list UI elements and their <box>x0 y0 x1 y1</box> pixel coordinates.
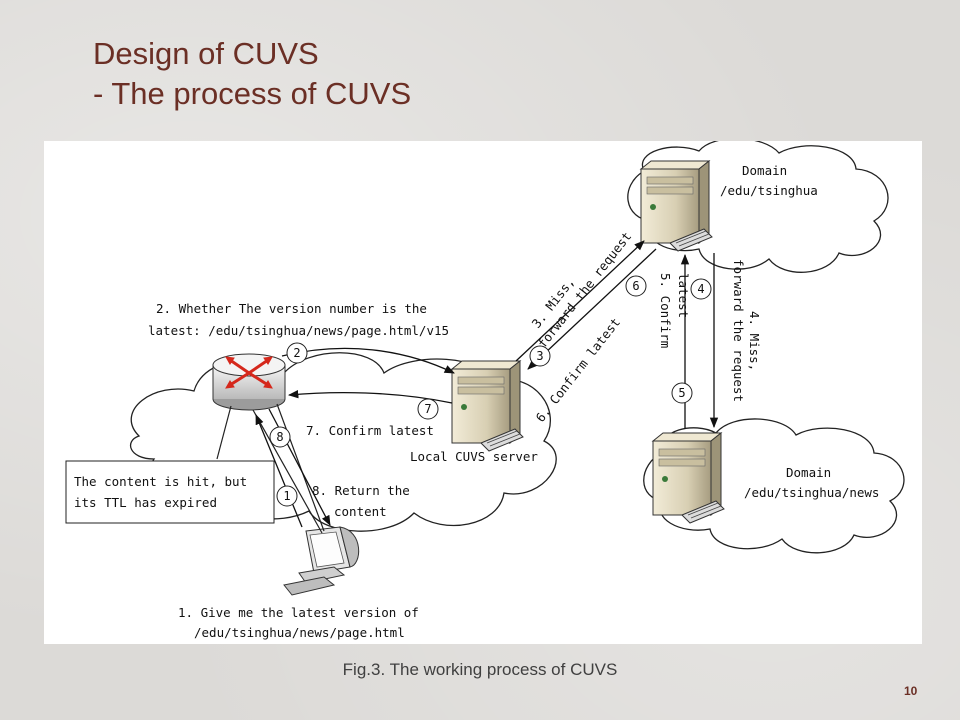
ttl-note-line-2: its TTL has expired <box>74 495 217 510</box>
step-marker-5: 5 <box>671 382 693 404</box>
step-marker-7: 7 <box>417 398 439 420</box>
step-7-label: 7. Confirm latest <box>306 423 434 438</box>
cuvs-process-diagram: 2 7 8 1 3 6 4 5 The content is hit, but … <box>44 141 922 644</box>
step-marker-1: 1 <box>276 485 298 507</box>
svg-text:3: 3 <box>536 349 543 363</box>
step-2-label-line-2: latest: /edu/tsinghua/news/page.html/v15 <box>148 323 449 338</box>
svg-text:5: 5 <box>678 386 685 400</box>
local-cuvs-server-icon <box>450 359 524 452</box>
page-number: 10 <box>904 684 918 698</box>
svg-text:2: 2 <box>293 346 300 360</box>
step-5-label-line-2: latest <box>676 273 691 318</box>
step-8-label-line-1: 8. Return the <box>312 483 410 498</box>
domain-bottom-path: /edu/tsinghua/news <box>744 485 879 500</box>
step-marker-2: 2 <box>286 342 308 364</box>
title-line-2: - The process of CUVS <box>93 76 412 111</box>
network-wires <box>216 403 325 534</box>
step-4-label: 4. Miss, forward the request <box>731 259 762 402</box>
slide-title: Design of CUVS - The process of CUVS <box>93 34 411 114</box>
step-5-label: 5. Confirm latest <box>658 273 691 348</box>
step-marker-8: 8 <box>269 426 291 448</box>
svg-text:6: 6 <box>632 279 639 293</box>
ttl-note-line-1: The content is hit, but <box>74 474 247 489</box>
step-4-label-line-2: forward the request <box>731 259 746 402</box>
step-1-label-line-2: /edu/tsinghua/news/page.html <box>194 625 405 640</box>
domain-top-path: /edu/tsinghua <box>720 183 818 198</box>
flow-arrows <box>255 240 719 528</box>
step-5-label-line-1: 5. Confirm <box>658 273 673 348</box>
domain-news-server-icon <box>651 431 725 524</box>
ttl-expired-note: The content is hit, but its TTL has expi… <box>65 460 275 524</box>
diagram-canvas: 2 7 8 1 3 6 4 5 The content is hit, but … <box>65 141 905 640</box>
step-marker-6: 6 <box>625 275 647 297</box>
client-computer-icon <box>283 526 360 596</box>
step-marker-3: 3 <box>529 345 551 367</box>
svg-text:4: 4 <box>697 282 704 296</box>
figure-caption: Fig.3. The working process of CUVS <box>342 660 618 679</box>
domain-top-title: Domain <box>742 163 787 178</box>
step-4-label-line-1: 4. Miss, <box>747 311 762 371</box>
step-marker-4: 4 <box>690 278 712 300</box>
step-2-label-line-1: 2. Whether The version number is the <box>156 301 427 316</box>
router-icon <box>212 353 286 411</box>
domain-bottom-title: Domain <box>786 465 831 480</box>
domain-tsinghua-server-icon <box>639 159 713 252</box>
step-1-label-line-1: 1. Give me the latest version of <box>178 605 419 620</box>
svg-text:8: 8 <box>276 430 283 444</box>
title-line-1: Design of CUVS <box>93 36 319 71</box>
step-3-label-line-2: forward the request <box>535 229 635 351</box>
step-8-label-line-2: content <box>334 504 387 519</box>
svg-text:7: 7 <box>424 402 431 416</box>
svg-text:1: 1 <box>283 489 290 503</box>
local-server-label: Local CUVS server <box>410 449 538 464</box>
